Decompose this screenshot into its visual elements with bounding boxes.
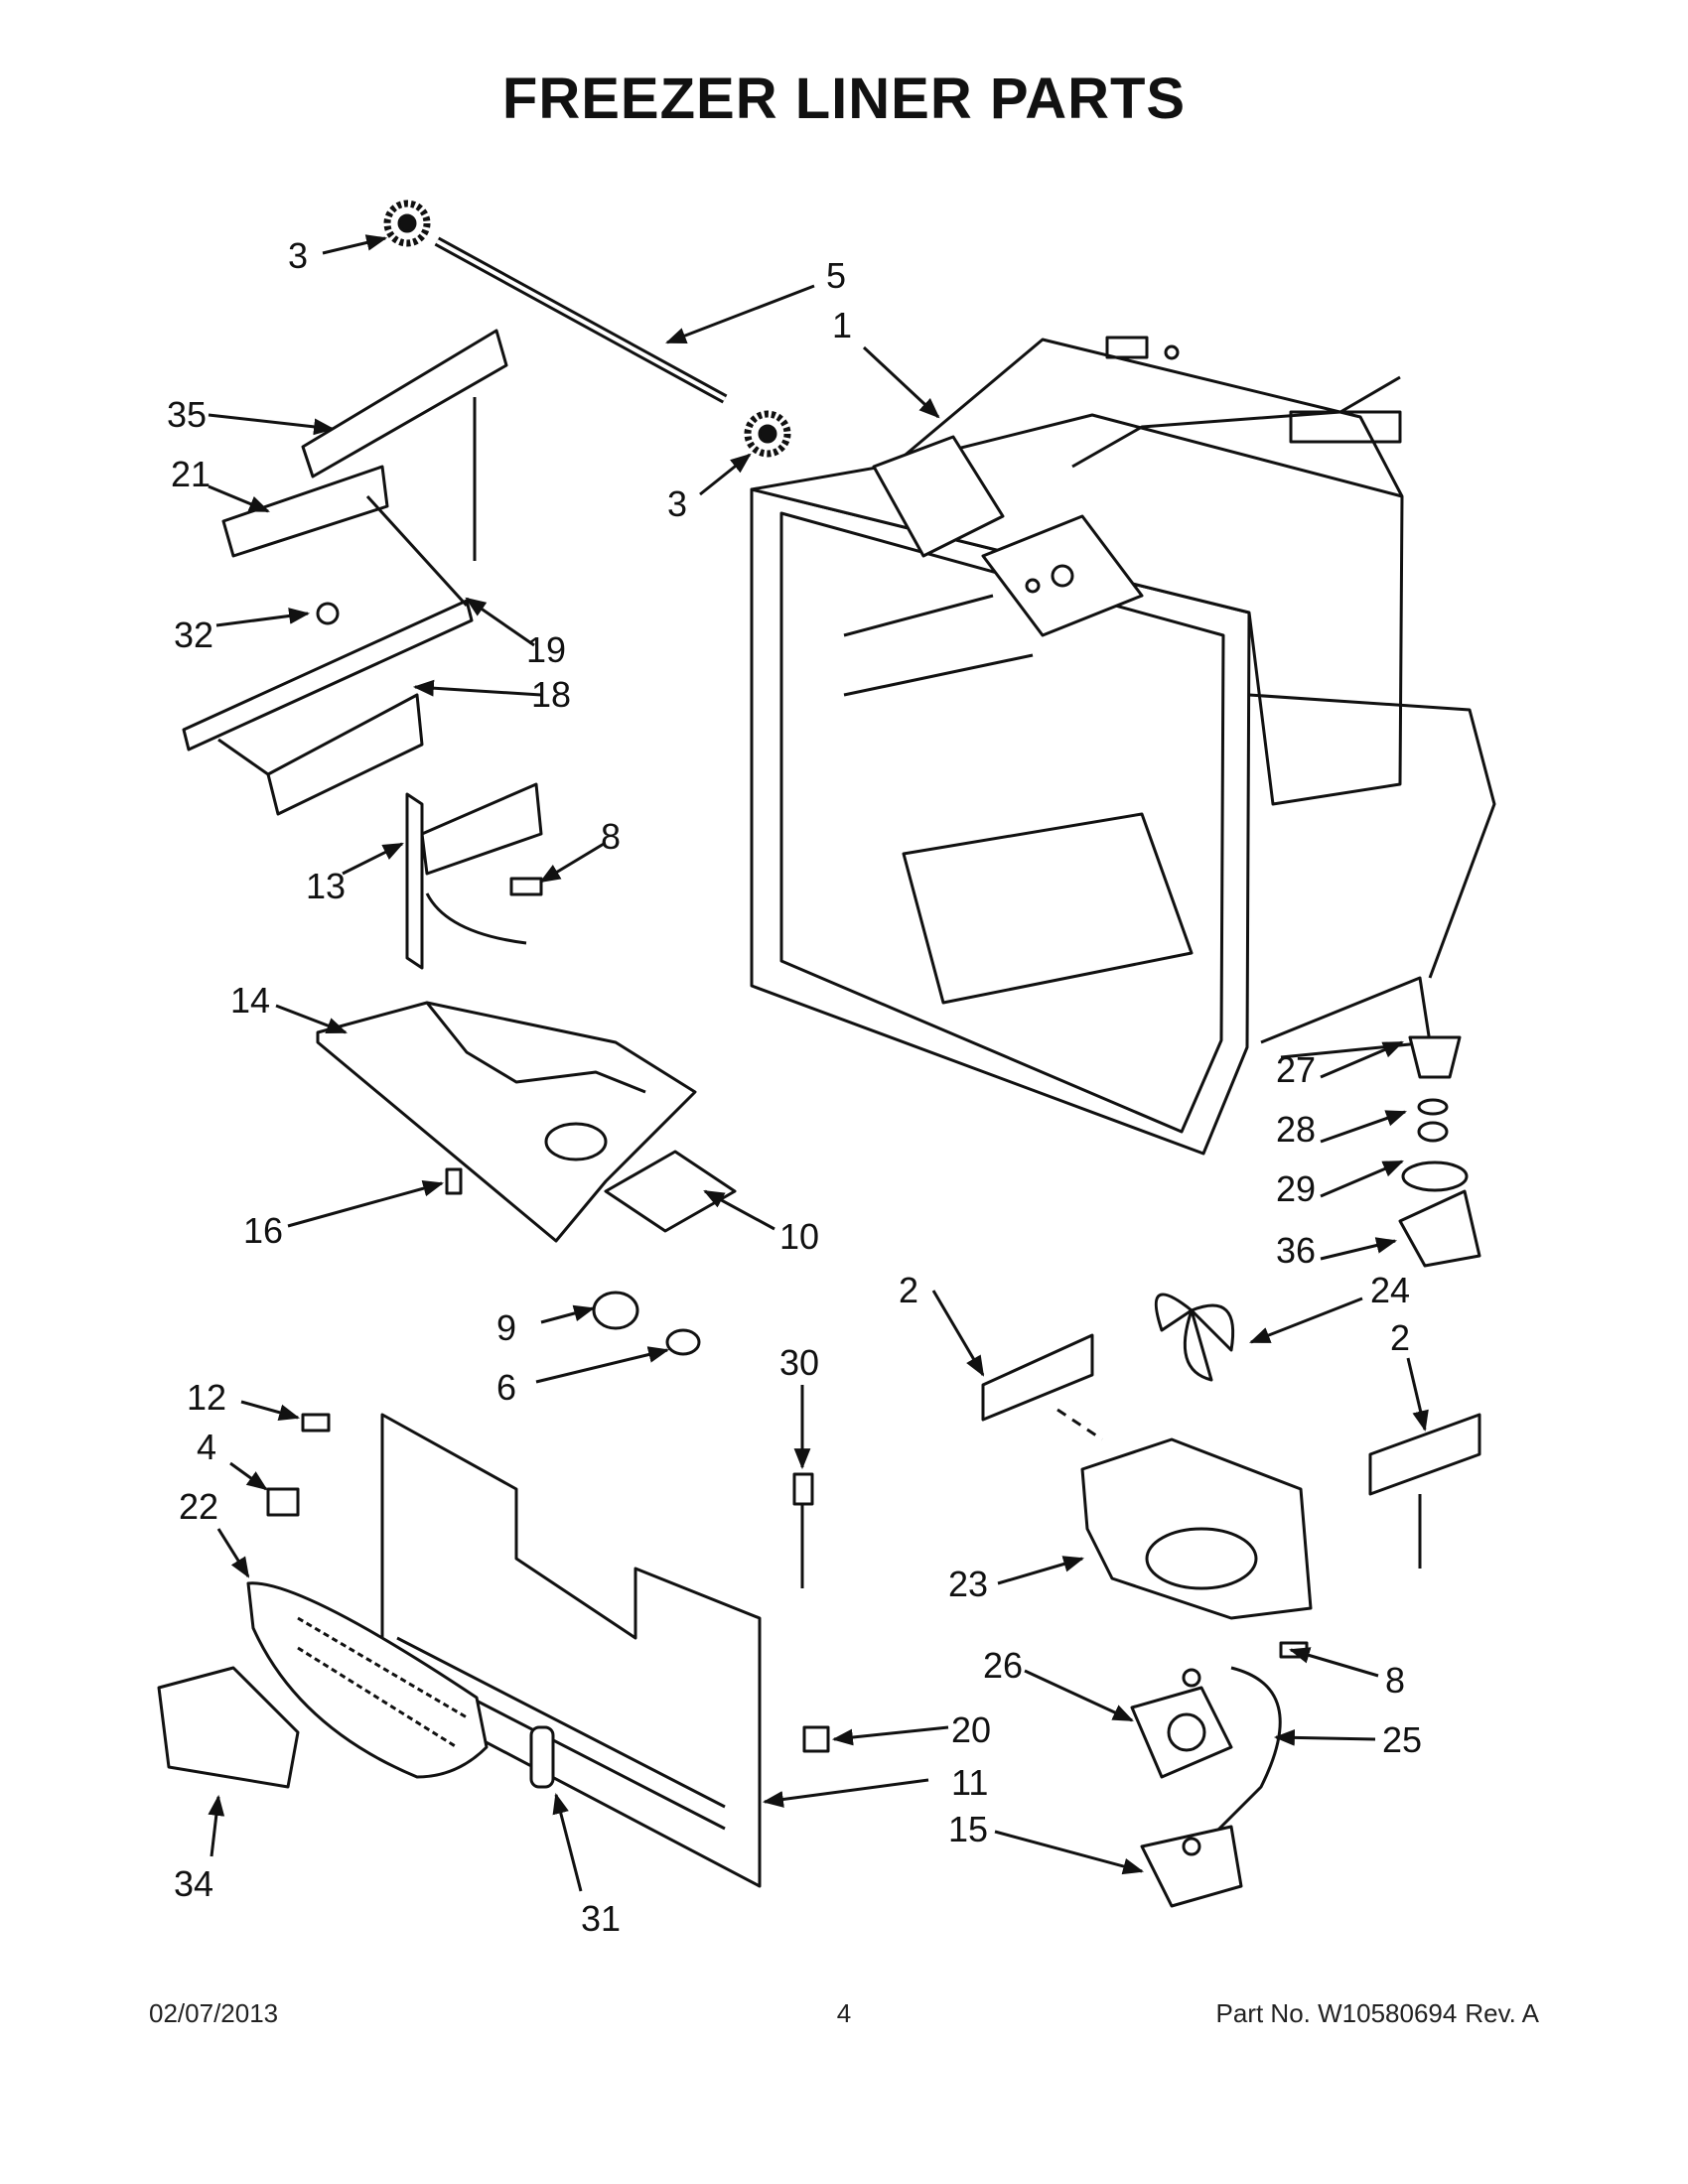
label-9: 9 — [496, 1307, 516, 1348]
gear-part-top — [383, 200, 431, 247]
label-18: 18 — [531, 674, 571, 715]
motor-part — [1130, 1686, 1233, 1779]
gear-part-lower — [744, 410, 791, 458]
page-title: FREEZER LINER PARTS — [501, 67, 1187, 131]
label-31: 31 — [581, 1898, 621, 1939]
pad-part-right — [1368, 1413, 1481, 1496]
label-sheet-part — [604, 1150, 737, 1233]
label-27: 27 — [1276, 1049, 1316, 1090]
rail-assembly — [182, 329, 508, 816]
screw-part-12 — [301, 1413, 331, 1433]
label-10: 10 — [779, 1216, 819, 1257]
air-duct-part — [316, 1001, 697, 1243]
footer-page-number: 4 — [836, 1998, 852, 2028]
clip-part-31 — [529, 1725, 555, 1789]
label-19: 19 — [526, 629, 566, 670]
fan-blade-part — [1154, 1293, 1235, 1382]
bulb-part — [592, 1291, 639, 1330]
seal-part — [1417, 1098, 1449, 1116]
sensor-part — [792, 1472, 814, 1588]
label-32: 32 — [174, 614, 213, 655]
ring-part — [1417, 1121, 1449, 1143]
label-35: 35 — [167, 394, 207, 435]
grille-part — [246, 1581, 489, 1779]
label-26: 26 — [983, 1645, 1023, 1686]
label-28: 28 — [1276, 1109, 1316, 1150]
label-36: 36 — [1276, 1230, 1316, 1271]
label-12: 12 — [187, 1377, 226, 1418]
label-3-lower: 3 — [667, 483, 687, 524]
label-20: 20 — [951, 1709, 991, 1750]
funnel-part — [1408, 1035, 1462, 1079]
label-11: 11 — [951, 1762, 988, 1803]
revision-text: Rev. A — [1465, 1998, 1539, 2028]
footer-date: 02/07/2013 — [149, 1998, 279, 2028]
part-labels: 3 5 1 3 35 21 32 19 18 13 8 14 16 10 9 6… — [167, 235, 1422, 1939]
wire-harness-part — [1199, 1666, 1282, 1848]
label-6: 6 — [496, 1367, 516, 1408]
clip-part — [445, 1167, 463, 1195]
label-5: 5 — [826, 255, 846, 296]
housing-part — [157, 1666, 300, 1789]
socket-part — [665, 1328, 701, 1356]
gasket-strip-part — [802, 1725, 830, 1753]
label-16: 16 — [243, 1210, 283, 1251]
label-8-upper: 8 — [601, 816, 621, 857]
label-22: 22 — [179, 1486, 218, 1527]
label-2-right: 2 — [1390, 1317, 1410, 1358]
label-34: 34 — [174, 1863, 213, 1904]
label-24: 24 — [1370, 1270, 1410, 1310]
cap-part-4 — [266, 1487, 300, 1517]
label-25: 25 — [1382, 1719, 1422, 1760]
label-13: 13 — [306, 866, 346, 906]
label-15: 15 — [948, 1809, 988, 1849]
label-3-top: 3 — [288, 235, 308, 276]
label-8-lower: 8 — [1385, 1660, 1405, 1701]
motor-bracket-part — [1140, 1825, 1243, 1908]
label-4: 4 — [197, 1427, 216, 1467]
label-1: 1 — [832, 305, 852, 345]
freezer-liner — [750, 336, 1496, 1156]
bracket-part — [405, 782, 543, 970]
label-23: 23 — [948, 1564, 988, 1604]
label-21: 21 — [171, 454, 211, 494]
label-14: 14 — [230, 980, 270, 1021]
rear-cover-part — [380, 1413, 762, 1888]
pad-part-left — [981, 1333, 1094, 1422]
part-number-text: Part No. W10580694 — [1215, 1998, 1458, 2028]
leader-arrows — [208, 234, 1429, 1892]
label-29: 29 — [1276, 1168, 1316, 1209]
label-2-left: 2 — [899, 1270, 918, 1310]
outlet-part — [1398, 1160, 1481, 1268]
fan-shroud-part — [1080, 1437, 1313, 1620]
label-30: 30 — [779, 1342, 819, 1383]
